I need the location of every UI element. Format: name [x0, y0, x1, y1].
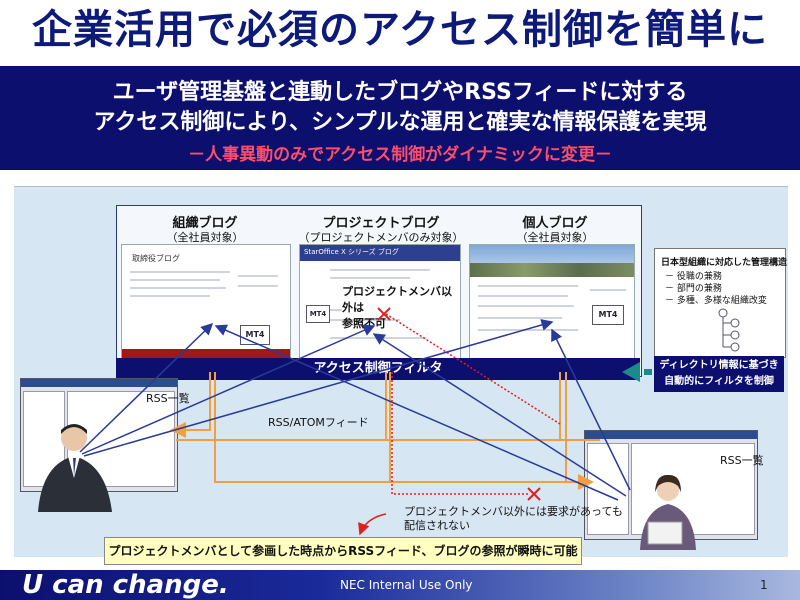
slide-title: 企業活用で必須のアクセス制御を簡単に: [32, 7, 768, 53]
directory-heading: 日本型組織に対応した管理構造: [661, 258, 788, 268]
access-denied-note: プロジェクトメンバ以外は 参照不可: [342, 283, 452, 330]
banner-line-2: アクセス制御により、シンプルな運用と確実な情報保護を実現: [93, 110, 707, 135]
org-blog-screenshot: 取締役ブログ MT4: [121, 244, 291, 360]
directory-item-2: － 部門の兼務: [665, 284, 722, 294]
blog-panel: 組織ブログ （全社員対象） プロジェクトブログ （プロジェクトメンバのみ対象） …: [116, 205, 642, 377]
blog-title-personal: 個人ブログ: [522, 216, 588, 231]
mt4-logo-project: MT4: [306, 305, 330, 323]
directory-note-line-2: 自動的にフィルタを制御: [664, 376, 774, 387]
directory-note-line-1: ディレクトリ情報に基づき: [659, 360, 779, 371]
filter-label: アクセス制御フィルタ: [313, 361, 443, 376]
businesswoman-icon: [640, 474, 696, 550]
directory-structure-box: 日本型組織に対応した管理構造 － 役職の兼務 － 部門の兼務 － 多種、多様な組…: [654, 248, 788, 358]
directory-item-3: － 多種、多様な組織改変: [665, 296, 767, 306]
org-tree-icon: [718, 308, 740, 352]
blog-scope-personal: （全社員対象）: [516, 231, 594, 244]
page-number: 1: [760, 578, 768, 592]
mt4-logo: MT4: [240, 325, 270, 345]
rss-feed-label: RSS/ATOMフィード: [268, 416, 369, 429]
businessman-icon: [38, 424, 112, 512]
bottom-note: プロジェクトメンバとして参画した時点からRSSフィード、ブログの参照が瞬時に可能: [104, 537, 582, 565]
directory-note: ディレクトリ情報に基づき 自動的にフィルタを制御: [654, 356, 784, 392]
access-control-filter: アクセス制御フィルタ: [116, 358, 640, 380]
summary-banner: ユーザ管理基盤と連動したブログやRSSフィードに対する アクセス制御により、シン…: [0, 66, 800, 170]
footer-bar: U can change. NEC Internal Use Only 1: [0, 570, 800, 600]
blog-scope-project: （プロジェクトメンバのみ対象）: [298, 231, 464, 244]
access-denied-line-1: プロジェクトメンバ以外は: [342, 285, 452, 314]
banner-line-3: －人事異動のみでアクセス制御がダイナミックに変更－: [188, 145, 612, 165]
rss-list-label-left: RSS一覧: [146, 392, 190, 405]
project-blog-header: StarOffice X シリーズ ブログ: [304, 248, 399, 256]
org-blog-header: 取締役ブログ: [132, 254, 180, 263]
banner-line-1: ユーザ管理基盤と連動したブログやRSSフィードに対する: [112, 80, 688, 105]
blog-title-org: 組織ブログ: [172, 216, 238, 231]
directory-item-1: － 役職の兼務: [665, 272, 722, 282]
denied-note-line-1: プロジェクトメンバ以外には要求があっても: [404, 505, 623, 518]
blog-scope-org: （全社員対象）: [166, 231, 244, 244]
project-blog-screenshot: StarOffice X シリーズ ブログ MT4 プロジェクトメンバ以外は 参…: [299, 244, 461, 360]
rss-reader-right: [584, 430, 758, 540]
classification-label: NEC Internal Use Only: [340, 578, 473, 592]
brand-slogan: U can change.: [22, 570, 229, 600]
rss-list-label-right: RSS一覧: [720, 454, 764, 467]
mt4-logo-personal: MT4: [592, 305, 624, 325]
blog-title-project: プロジェクトブログ: [322, 216, 440, 231]
denied-note-line-2: 配信されない: [404, 519, 470, 532]
